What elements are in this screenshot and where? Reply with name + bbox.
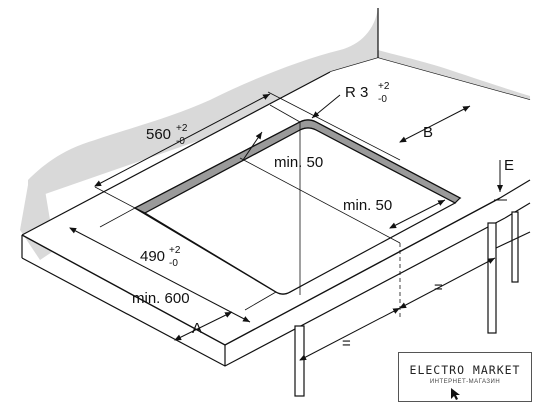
dim-equal-right-line [399,257,496,309]
label-min-50-side: min. 50 [343,197,392,214]
watermark-box: ELECTRO MARKET ИНТЕРНЕТ-МАГАЗИН [398,352,532,402]
worktop-side-edge-lower [504,202,531,219]
dim-min50-side-line [389,199,446,229]
label-min-600: min. 600 [132,290,190,307]
dim-560-line [94,93,271,187]
label-dim-b: B [423,124,433,141]
label-dim-a: A [192,320,202,337]
svg-text:490: 490 [140,248,165,265]
svg-text:560: 560 [146,126,171,143]
label-width-560: 560 +2 -0 [146,123,188,147]
svg-text:+2: +2 [169,245,181,256]
label-equal-right: = [434,279,443,296]
dim-a-line [174,311,233,341]
cursor-icon [451,388,460,400]
label-radius: R 3 +2 -0 [345,81,390,105]
label-dim-e: E [504,157,514,174]
watermark-subtitle: ИНТЕРНЕТ-МАГАЗИН [429,379,501,385]
cabinet-rail [495,231,531,249]
svg-text:+2: +2 [378,81,390,92]
watermark-title: ELECTRO MARKET [409,363,521,377]
dim-490-line [69,227,251,323]
radius-leader [311,94,341,119]
svg-text:+2: +2 [176,123,188,134]
dim-min50-back-line [242,131,263,161]
dim-equal-left-line [299,307,401,361]
svg-text:-0: -0 [378,94,387,105]
dim-b-line [399,105,471,143]
worktop-side-edge [499,179,531,199]
label-equal-left: = [342,335,351,352]
label-min-50-back: min. 50 [274,154,323,171]
label-depth-490: 490 +2 -0 [140,245,181,269]
svg-text:R 3: R 3 [345,84,368,101]
svg-text:-0: -0 [169,258,178,269]
svg-text:-0: -0 [176,136,185,147]
